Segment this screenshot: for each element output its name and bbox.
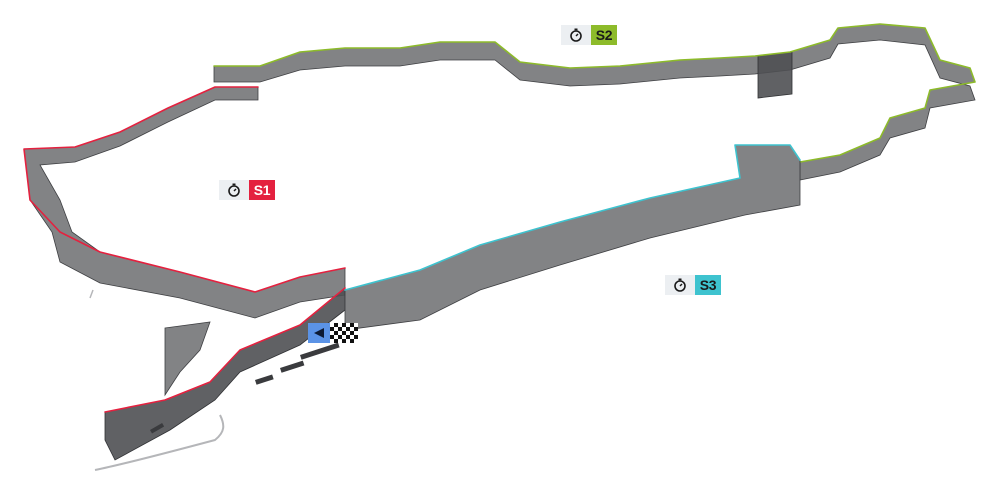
sector-3-badge: S3 bbox=[665, 275, 721, 295]
sector-1-walls bbox=[23, 86, 346, 461]
sector-2-walls bbox=[213, 23, 976, 181]
sector-3-walls bbox=[344, 144, 801, 331]
stopwatch-icon bbox=[665, 275, 695, 295]
sector-3-label: S3 bbox=[695, 275, 721, 295]
pit-access-road bbox=[94, 414, 225, 471]
stopwatch-icon bbox=[561, 25, 591, 45]
sector-1-badge: S1 bbox=[219, 180, 275, 200]
sector-2-line bbox=[213, 23, 976, 163]
service-road bbox=[89, 289, 94, 299]
sector-1-label: S1 bbox=[249, 180, 275, 200]
stopwatch-icon bbox=[219, 180, 249, 200]
checkered-flag-icon bbox=[330, 323, 358, 343]
direction-arrow-icon bbox=[308, 323, 330, 343]
sector-1-line bbox=[23, 86, 346, 413]
pit-buildings bbox=[149, 342, 340, 434]
sector-2-badge: S2 bbox=[561, 25, 617, 45]
sector-3-line bbox=[344, 144, 801, 291]
sector-2-label: S2 bbox=[591, 25, 617, 45]
start-finish-marker bbox=[308, 323, 358, 343]
